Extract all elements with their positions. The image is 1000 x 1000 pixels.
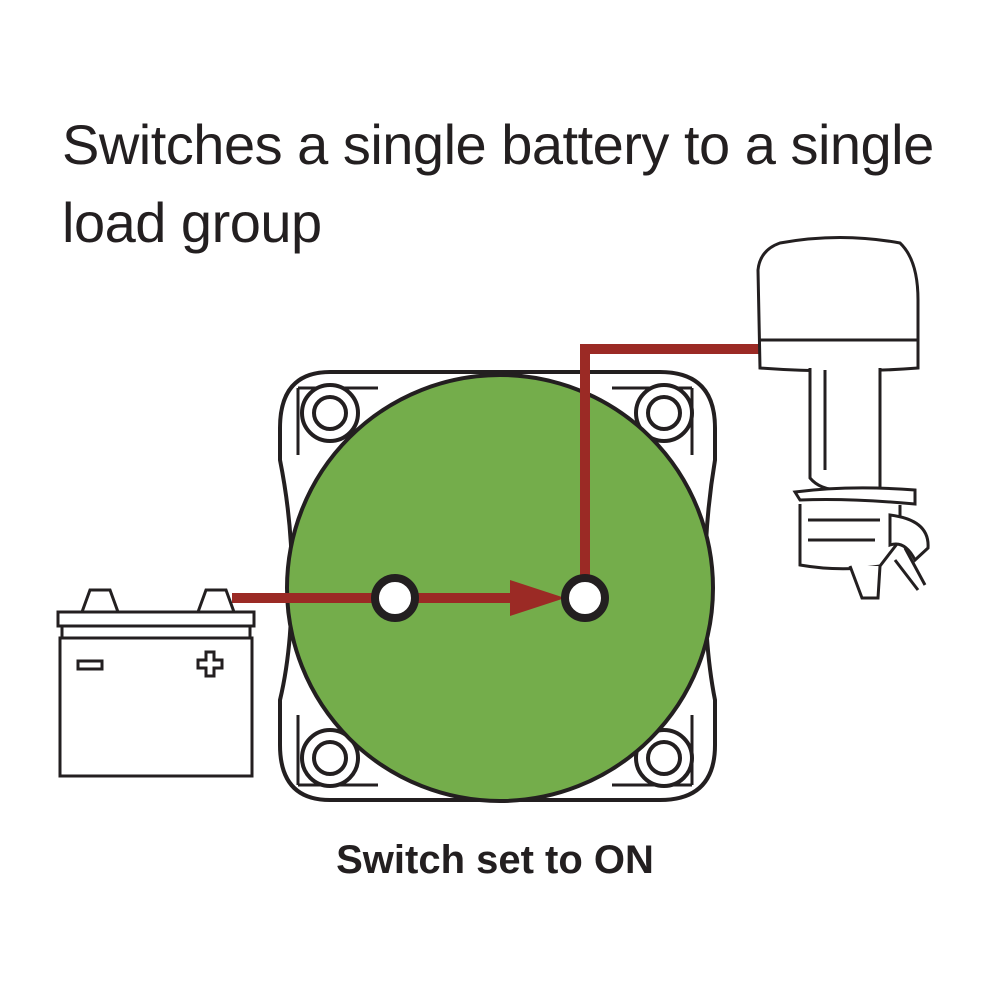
flow-arrow-icon	[510, 580, 565, 616]
wires	[232, 344, 760, 603]
battery-terminal	[371, 574, 419, 622]
battery-icon	[56, 588, 256, 778]
battery-negative-symbol	[76, 659, 104, 671]
battery-switch-icon	[278, 370, 717, 803]
load-terminal	[561, 574, 609, 622]
diagram-title: Switches a single battery to a single lo…	[62, 113, 934, 254]
battery-positive-symbol	[196, 650, 224, 678]
load-wire	[580, 344, 760, 575]
diagram-caption: Switch set to ON	[336, 838, 654, 882]
switch-face	[285, 373, 715, 803]
outboard-motor-icon	[756, 236, 930, 600]
